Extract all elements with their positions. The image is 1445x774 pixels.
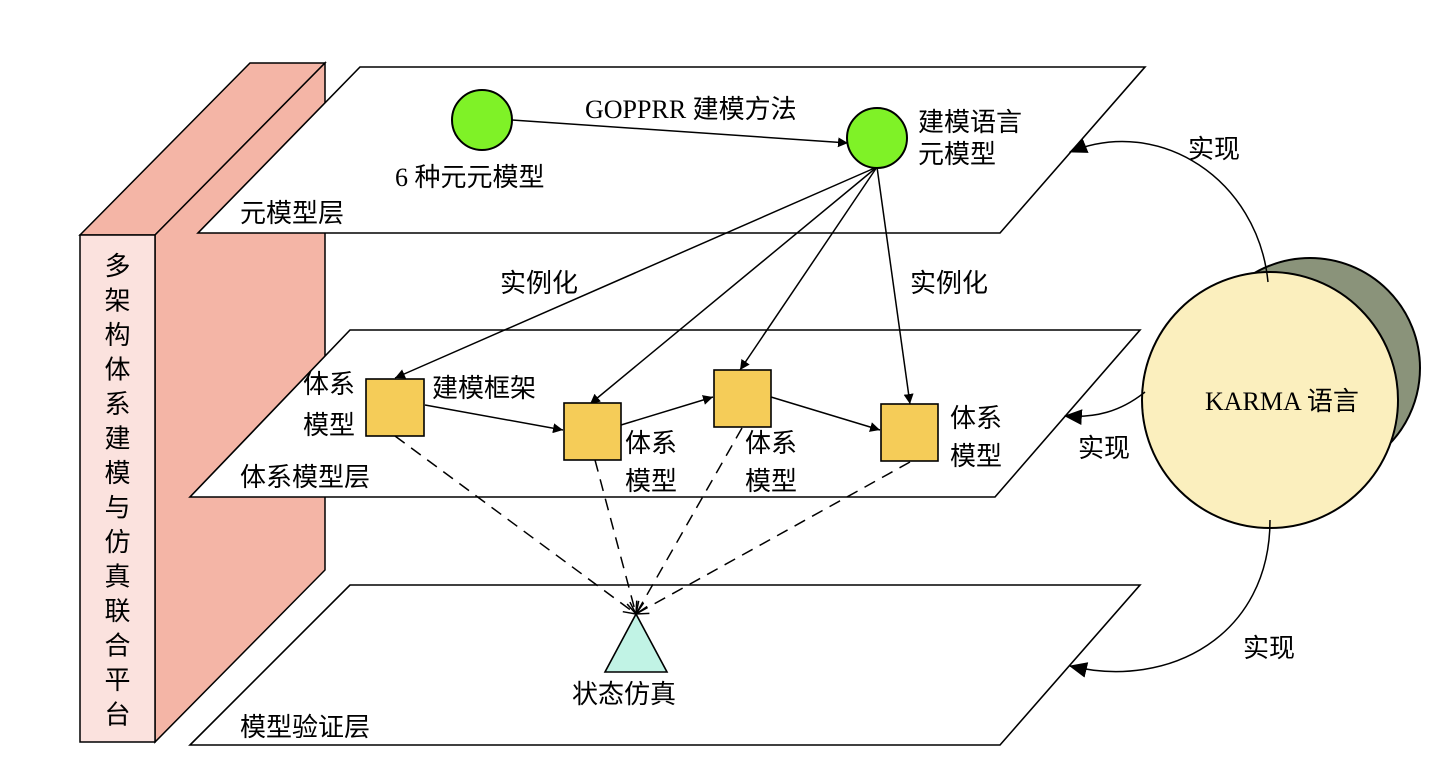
verification-layer-plane bbox=[188, 584, 1142, 746]
platform-title-char: 模 bbox=[104, 459, 130, 488]
impl-arc-bottom bbox=[1068, 519, 1271, 678]
edge-instantiate-4 bbox=[876, 166, 914, 405]
dash-edge-2 bbox=[594, 459, 636, 614]
edge-instantiate-3 bbox=[739, 166, 878, 371]
dash-edge-4 bbox=[636, 461, 911, 614]
edge-label-gopprr: GOPPRR 建模方法 bbox=[585, 95, 797, 124]
platform-title-char: 联 bbox=[104, 597, 130, 626]
edge-label-instantiate-left: 实例化 bbox=[500, 269, 578, 298]
system-model-4-label-line1: 体系 bbox=[950, 404, 1002, 433]
impl-arc-top bbox=[1068, 138, 1269, 283]
system-model-2-label-line1: 体系 bbox=[625, 429, 677, 458]
system-model-1-label-line2: 模型 bbox=[303, 411, 355, 440]
platform-title-char: 多 bbox=[104, 252, 130, 281]
layer-label-system: 体系模型层 bbox=[240, 463, 370, 492]
impl-label-bottom: 实现 bbox=[1243, 634, 1295, 663]
state-simulation-label: 状态仿真 bbox=[572, 680, 676, 709]
platform-title-char: 体 bbox=[104, 356, 130, 385]
platform-front bbox=[79, 234, 156, 743]
system-model-box-4 bbox=[880, 403, 939, 462]
edge-framework-2 bbox=[620, 395, 714, 426]
platform-title-char: 平 bbox=[104, 666, 130, 695]
system-model-3-label-line1: 体系 bbox=[745, 429, 797, 458]
platform-title-char: 架 bbox=[104, 287, 130, 316]
edge-framework-3 bbox=[770, 396, 881, 432]
language-meta-model-node bbox=[846, 107, 908, 169]
edge-instantiate-2 bbox=[589, 166, 878, 405]
system-model-box-1 bbox=[365, 378, 425, 437]
edge-label-framework: 建模框架 bbox=[432, 374, 536, 403]
platform-title-char: 合 bbox=[104, 632, 130, 661]
edge-label-instantiate-right: 实例化 bbox=[910, 269, 988, 298]
system-model-2-label-line2: 模型 bbox=[625, 467, 677, 496]
impl-label-top: 实现 bbox=[1188, 135, 1240, 164]
system-model-box-2 bbox=[563, 402, 622, 461]
edge-gopprr bbox=[511, 119, 849, 148]
impl-label-mid: 实现 bbox=[1078, 434, 1130, 463]
layer-label-meta: 元模型层 bbox=[240, 199, 344, 228]
karma-language: KARMA 语言 bbox=[1141, 257, 1421, 529]
dash-edge-3 bbox=[636, 427, 743, 614]
dash-edge-1 bbox=[394, 435, 636, 614]
system-model-3-label-line2: 模型 bbox=[745, 467, 797, 496]
language-meta-model-label-line1: 建模语言 bbox=[918, 108, 1022, 137]
meta-model-layer-plane bbox=[196, 66, 1147, 234]
karma-label: KARMA 语言 bbox=[1205, 387, 1359, 416]
edge-instantiate-1 bbox=[394, 166, 878, 379]
meta-meta-model-node bbox=[451, 89, 513, 151]
system-model-1-label-line1: 体系 bbox=[303, 370, 355, 399]
platform-title-char: 真 bbox=[104, 563, 130, 592]
platform-title-char: 建 bbox=[104, 425, 130, 454]
system-model-box-3 bbox=[713, 369, 772, 428]
platform-title-char: 与 bbox=[104, 494, 130, 523]
layer-label-verify: 模型验证层 bbox=[240, 713, 370, 742]
platform-title-char: 台 bbox=[104, 701, 130, 730]
platform-title-char: 仿 bbox=[104, 528, 130, 557]
state-simulation-node bbox=[603, 612, 669, 673]
meta-meta-model-label: 6 种元元模型 bbox=[395, 163, 545, 192]
impl-arc-mid bbox=[1063, 391, 1146, 425]
language-meta-model-label-line2: 元模型 bbox=[918, 140, 996, 169]
platform-title-char: 系 bbox=[104, 390, 130, 419]
system-model-4-label-line2: 模型 bbox=[950, 442, 1002, 471]
platform-title-char: 构 bbox=[104, 321, 130, 350]
edge-framework-1 bbox=[424, 404, 564, 434]
